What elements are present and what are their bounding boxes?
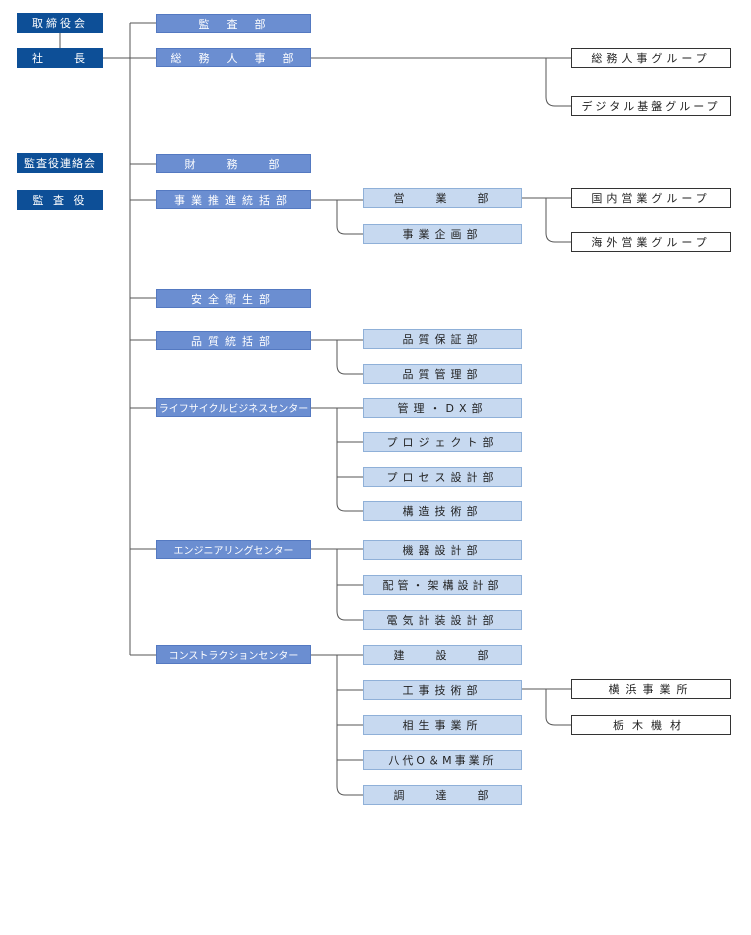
sub-quality-control: 品質管理部 xyxy=(363,364,522,384)
group-digital-platform: デジタル基盤グループ xyxy=(571,96,731,116)
sub-structural-engineering: 構造技術部 xyxy=(363,501,522,521)
dept-quality: 品質統括部 xyxy=(156,331,311,350)
dept-safety-health: 安全衛生部 xyxy=(156,289,311,308)
sub-quality-assurance: 品質保証部 xyxy=(363,329,522,349)
sub-process-design: プロセス設計部 xyxy=(363,467,522,487)
president-box: 社 長 xyxy=(17,48,103,68)
group-domestic-sales: 国内営業グループ xyxy=(571,188,731,208)
dept-business-promotion: 事業推進統括部 xyxy=(156,190,311,209)
group-yokohama-works: 横浜事業所 xyxy=(571,679,731,699)
sub-electrical-instrument-design: 電気計装設計部 xyxy=(363,610,522,630)
dept-audit: 監 査 部 xyxy=(156,14,311,33)
dept-engineering-center: エンジニアリングセンター xyxy=(156,540,311,559)
sub-piping-structure-design: 配管・架構設計部 xyxy=(363,575,522,595)
audit-council-box: 監査役連絡会 xyxy=(17,153,103,173)
auditor-box: 監 査 役 xyxy=(17,190,103,210)
sub-construction-engineering: 工事技術部 xyxy=(363,680,522,700)
group-overseas-sales: 海外営業グループ xyxy=(571,232,731,252)
sub-admin-dx: 管理・DX部 xyxy=(363,398,522,418)
board-of-directors-box: 取締役会 xyxy=(17,13,103,33)
sub-equipment-design: 機器設計部 xyxy=(363,540,522,560)
sub-yatsushiro-om-works: 八代O＆M事業所 xyxy=(363,750,522,770)
sub-aioi-works: 相生事業所 xyxy=(363,715,522,735)
sub-business-planning: 事業企画部 xyxy=(363,224,522,244)
sub-construction: 建 設 部 xyxy=(363,645,522,665)
sub-sales: 営 業 部 xyxy=(363,188,522,208)
group-tochigi-equipment: 栃木機材 xyxy=(571,715,731,735)
dept-general-affairs-hr: 総 務 人 事 部 xyxy=(156,48,311,67)
dept-construction-center: コンストラクションセンター xyxy=(156,645,311,664)
dept-lifecycle-business-center: ライフサイクルビジネスセンター xyxy=(156,398,311,417)
group-general-affairs-hr: 総務人事グループ xyxy=(571,48,731,68)
dept-finance: 財 務 部 xyxy=(156,154,311,173)
sub-procurement: 調 達 部 xyxy=(363,785,522,805)
sub-project: プロジェクト部 xyxy=(363,432,522,452)
